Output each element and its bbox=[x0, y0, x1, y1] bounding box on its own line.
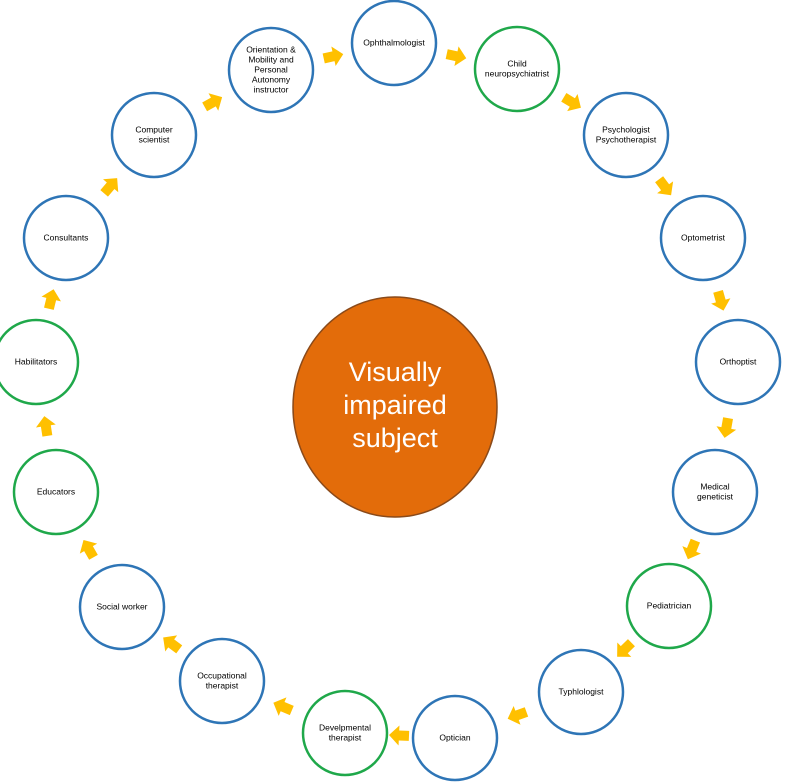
node-label: Orientation & bbox=[246, 44, 296, 54]
node-ring bbox=[537, 648, 625, 736]
node-label: Pediatrician bbox=[647, 600, 692, 610]
block-arrow-icon bbox=[561, 93, 581, 112]
node-optometrist: Optometrist bbox=[659, 194, 747, 282]
block-arrow-icon bbox=[79, 539, 98, 560]
node-label: Typhlologist bbox=[559, 686, 605, 696]
node-ring bbox=[22, 194, 110, 282]
node-label: neuropsychiatrist bbox=[485, 68, 550, 78]
node-orthoptist: Orthoptist bbox=[694, 318, 782, 406]
block-arrow-icon bbox=[273, 697, 294, 716]
node-ring bbox=[350, 0, 438, 87]
node-habilitators: Habilitators bbox=[0, 318, 80, 406]
node-ring bbox=[110, 91, 198, 179]
block-arrow-icon bbox=[202, 93, 223, 112]
block-arrow-icon bbox=[617, 639, 635, 657]
node-label: Medical bbox=[700, 481, 729, 491]
node-ring bbox=[694, 318, 782, 406]
node-label: Social worker bbox=[96, 601, 147, 611]
node-label: Psychologist bbox=[602, 124, 650, 134]
node-educators: Educators bbox=[12, 448, 100, 536]
node-social-worker: Social worker bbox=[78, 563, 166, 651]
block-arrow-icon bbox=[35, 416, 56, 437]
node-ring bbox=[625, 562, 713, 650]
node-label: therapist bbox=[329, 732, 362, 742]
node-ring bbox=[301, 689, 389, 777]
center-label: impaired bbox=[343, 390, 447, 420]
node-label: Personal bbox=[254, 64, 288, 74]
node-label: Orthoptist bbox=[720, 356, 757, 366]
block-arrow-icon bbox=[389, 725, 410, 746]
node-ring bbox=[78, 563, 166, 651]
block-arrow-icon bbox=[682, 538, 701, 560]
node-label: Habilitators bbox=[15, 356, 58, 366]
node-label: Consultants bbox=[44, 232, 89, 242]
node-consultants: Consultants bbox=[22, 194, 110, 282]
block-arrow-icon bbox=[655, 176, 674, 196]
node-typhlologist: Typhlologist bbox=[537, 648, 625, 736]
node-label: Autonomy bbox=[252, 74, 291, 84]
node-label: geneticist bbox=[697, 491, 734, 501]
node-ring bbox=[473, 25, 561, 113]
node-ring bbox=[0, 318, 80, 406]
block-arrow-icon bbox=[322, 46, 344, 67]
node-label: Optometrist bbox=[681, 232, 726, 242]
node-ring bbox=[12, 448, 100, 536]
center-ellipse bbox=[292, 296, 498, 518]
block-arrow-icon bbox=[163, 635, 183, 654]
block-arrow-icon bbox=[711, 289, 731, 311]
block-arrow-icon bbox=[716, 417, 737, 438]
node-label: Psychotherapist bbox=[596, 134, 657, 144]
node-label: Child bbox=[507, 58, 527, 68]
node-ring bbox=[671, 448, 759, 536]
node-label: Develpmental bbox=[319, 722, 371, 732]
node-label: scientist bbox=[139, 134, 170, 144]
node-ring bbox=[659, 194, 747, 282]
node-label: Educators bbox=[37, 486, 75, 496]
node-label: Mobility and bbox=[248, 54, 294, 64]
block-arrow-icon bbox=[445, 46, 467, 66]
node-label: Occupational bbox=[197, 670, 247, 680]
node-orientation-and-mobility-and-personal-autonomy-instructor: Orientation &Mobility andPersonalAutonom… bbox=[227, 26, 315, 114]
node-label: instructor bbox=[254, 84, 289, 94]
node-label: Optician bbox=[439, 732, 470, 742]
center-label: subject bbox=[352, 423, 438, 453]
block-arrow-icon bbox=[41, 289, 61, 310]
center-label: Visually bbox=[349, 357, 442, 387]
node-ring bbox=[178, 637, 266, 725]
node-ring bbox=[582, 91, 670, 179]
node-ring bbox=[227, 26, 315, 114]
node-optician: Optician bbox=[411, 694, 499, 782]
node-label: therapist bbox=[206, 680, 239, 690]
block-arrow-icon bbox=[507, 705, 529, 725]
node-label: Ophthalmologist bbox=[363, 37, 425, 47]
arrows-layer bbox=[35, 46, 737, 746]
node-label: Computer bbox=[135, 124, 172, 134]
node-ophthalmologist: Ophthalmologist bbox=[350, 0, 438, 87]
block-arrow-icon bbox=[100, 178, 119, 197]
node-pediatrician: Pediatrician bbox=[625, 562, 713, 650]
node-ring bbox=[411, 694, 499, 782]
